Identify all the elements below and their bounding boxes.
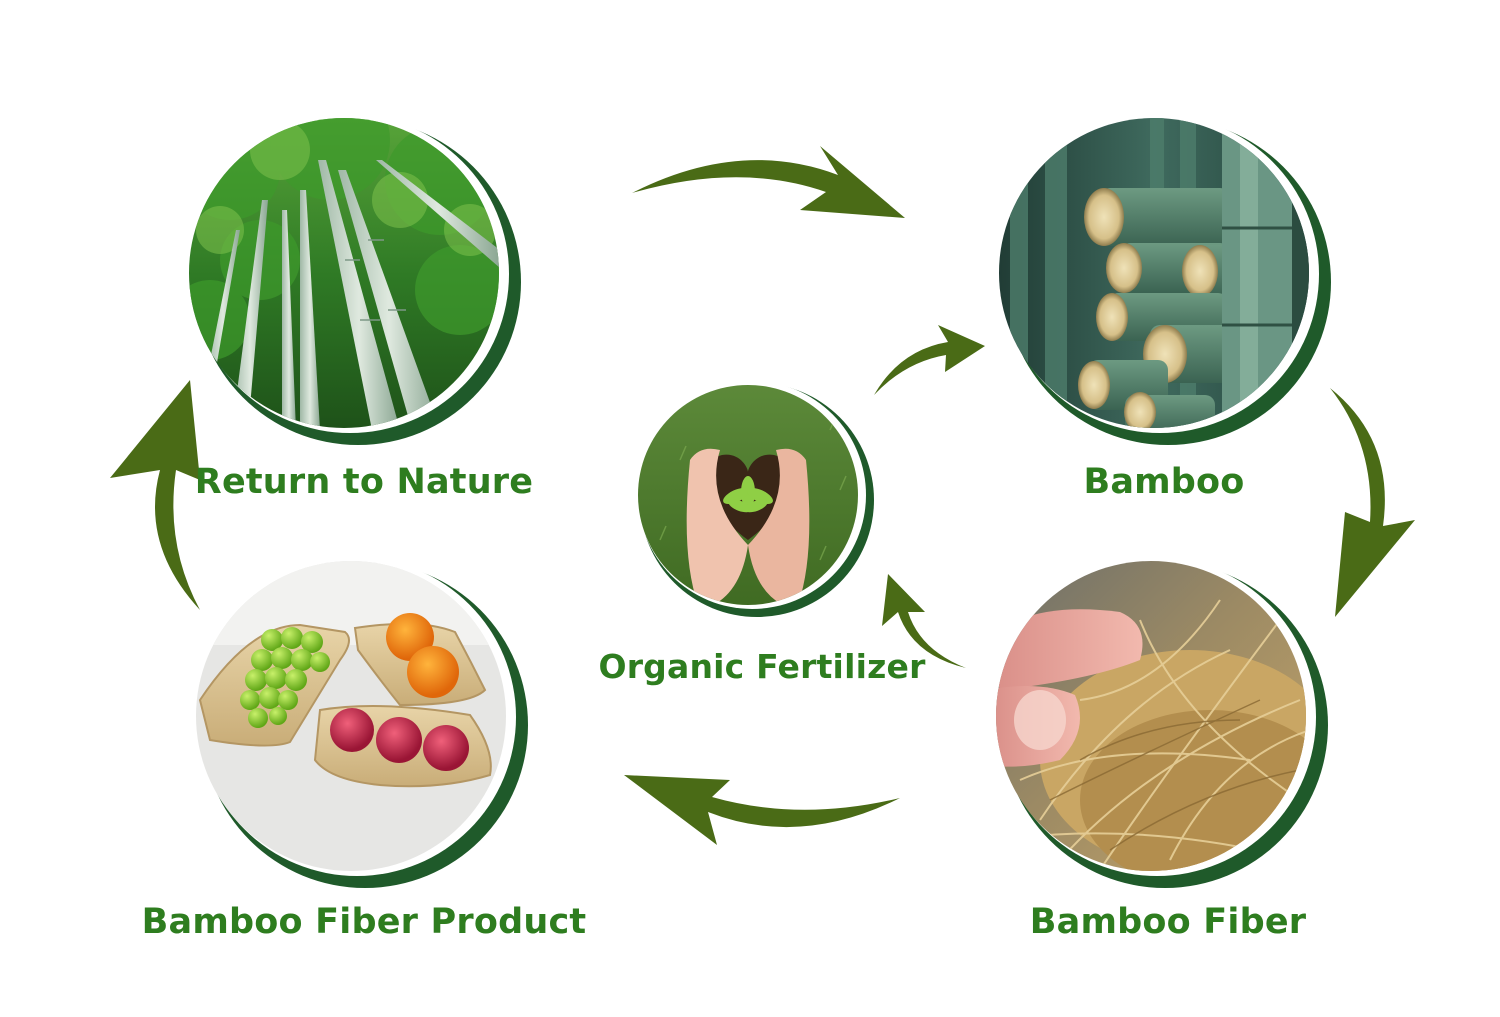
- bamboo-fiber-label: Bamboo Fiber: [1029, 902, 1307, 942]
- curved-arrow-icon: [1330, 388, 1415, 617]
- arrows: [110, 146, 1415, 845]
- raw-fiber-photo: [996, 561, 1306, 871]
- return-to-nature-label: Return to Nature: [194, 462, 534, 502]
- bamboo-fiber-product-label: Bamboo Fiber Product: [141, 902, 587, 942]
- return-to-nature-node: [189, 115, 521, 445]
- curved-arrow-icon: [632, 146, 905, 218]
- bamboo-fiber-product-node: [196, 558, 528, 888]
- cut-bamboo-photo: [999, 118, 1309, 428]
- bamboo-fiber-node: [996, 558, 1328, 888]
- bamboo-node: [999, 115, 1331, 445]
- curved-arrow-icon: [874, 325, 985, 395]
- curved-arrow-icon: [624, 775, 900, 845]
- curved-arrow-icon: [882, 574, 966, 668]
- organic-fertilizer-node: [638, 381, 874, 617]
- curved-arrow-icon: [110, 380, 200, 610]
- bamboo-label: Bamboo: [1083, 462, 1245, 502]
- organic-fertilizer-label: Organic Fertilizer: [598, 647, 926, 686]
- bamboo-forest-photo: [189, 118, 499, 428]
- heart-hands-photo: [638, 385, 858, 605]
